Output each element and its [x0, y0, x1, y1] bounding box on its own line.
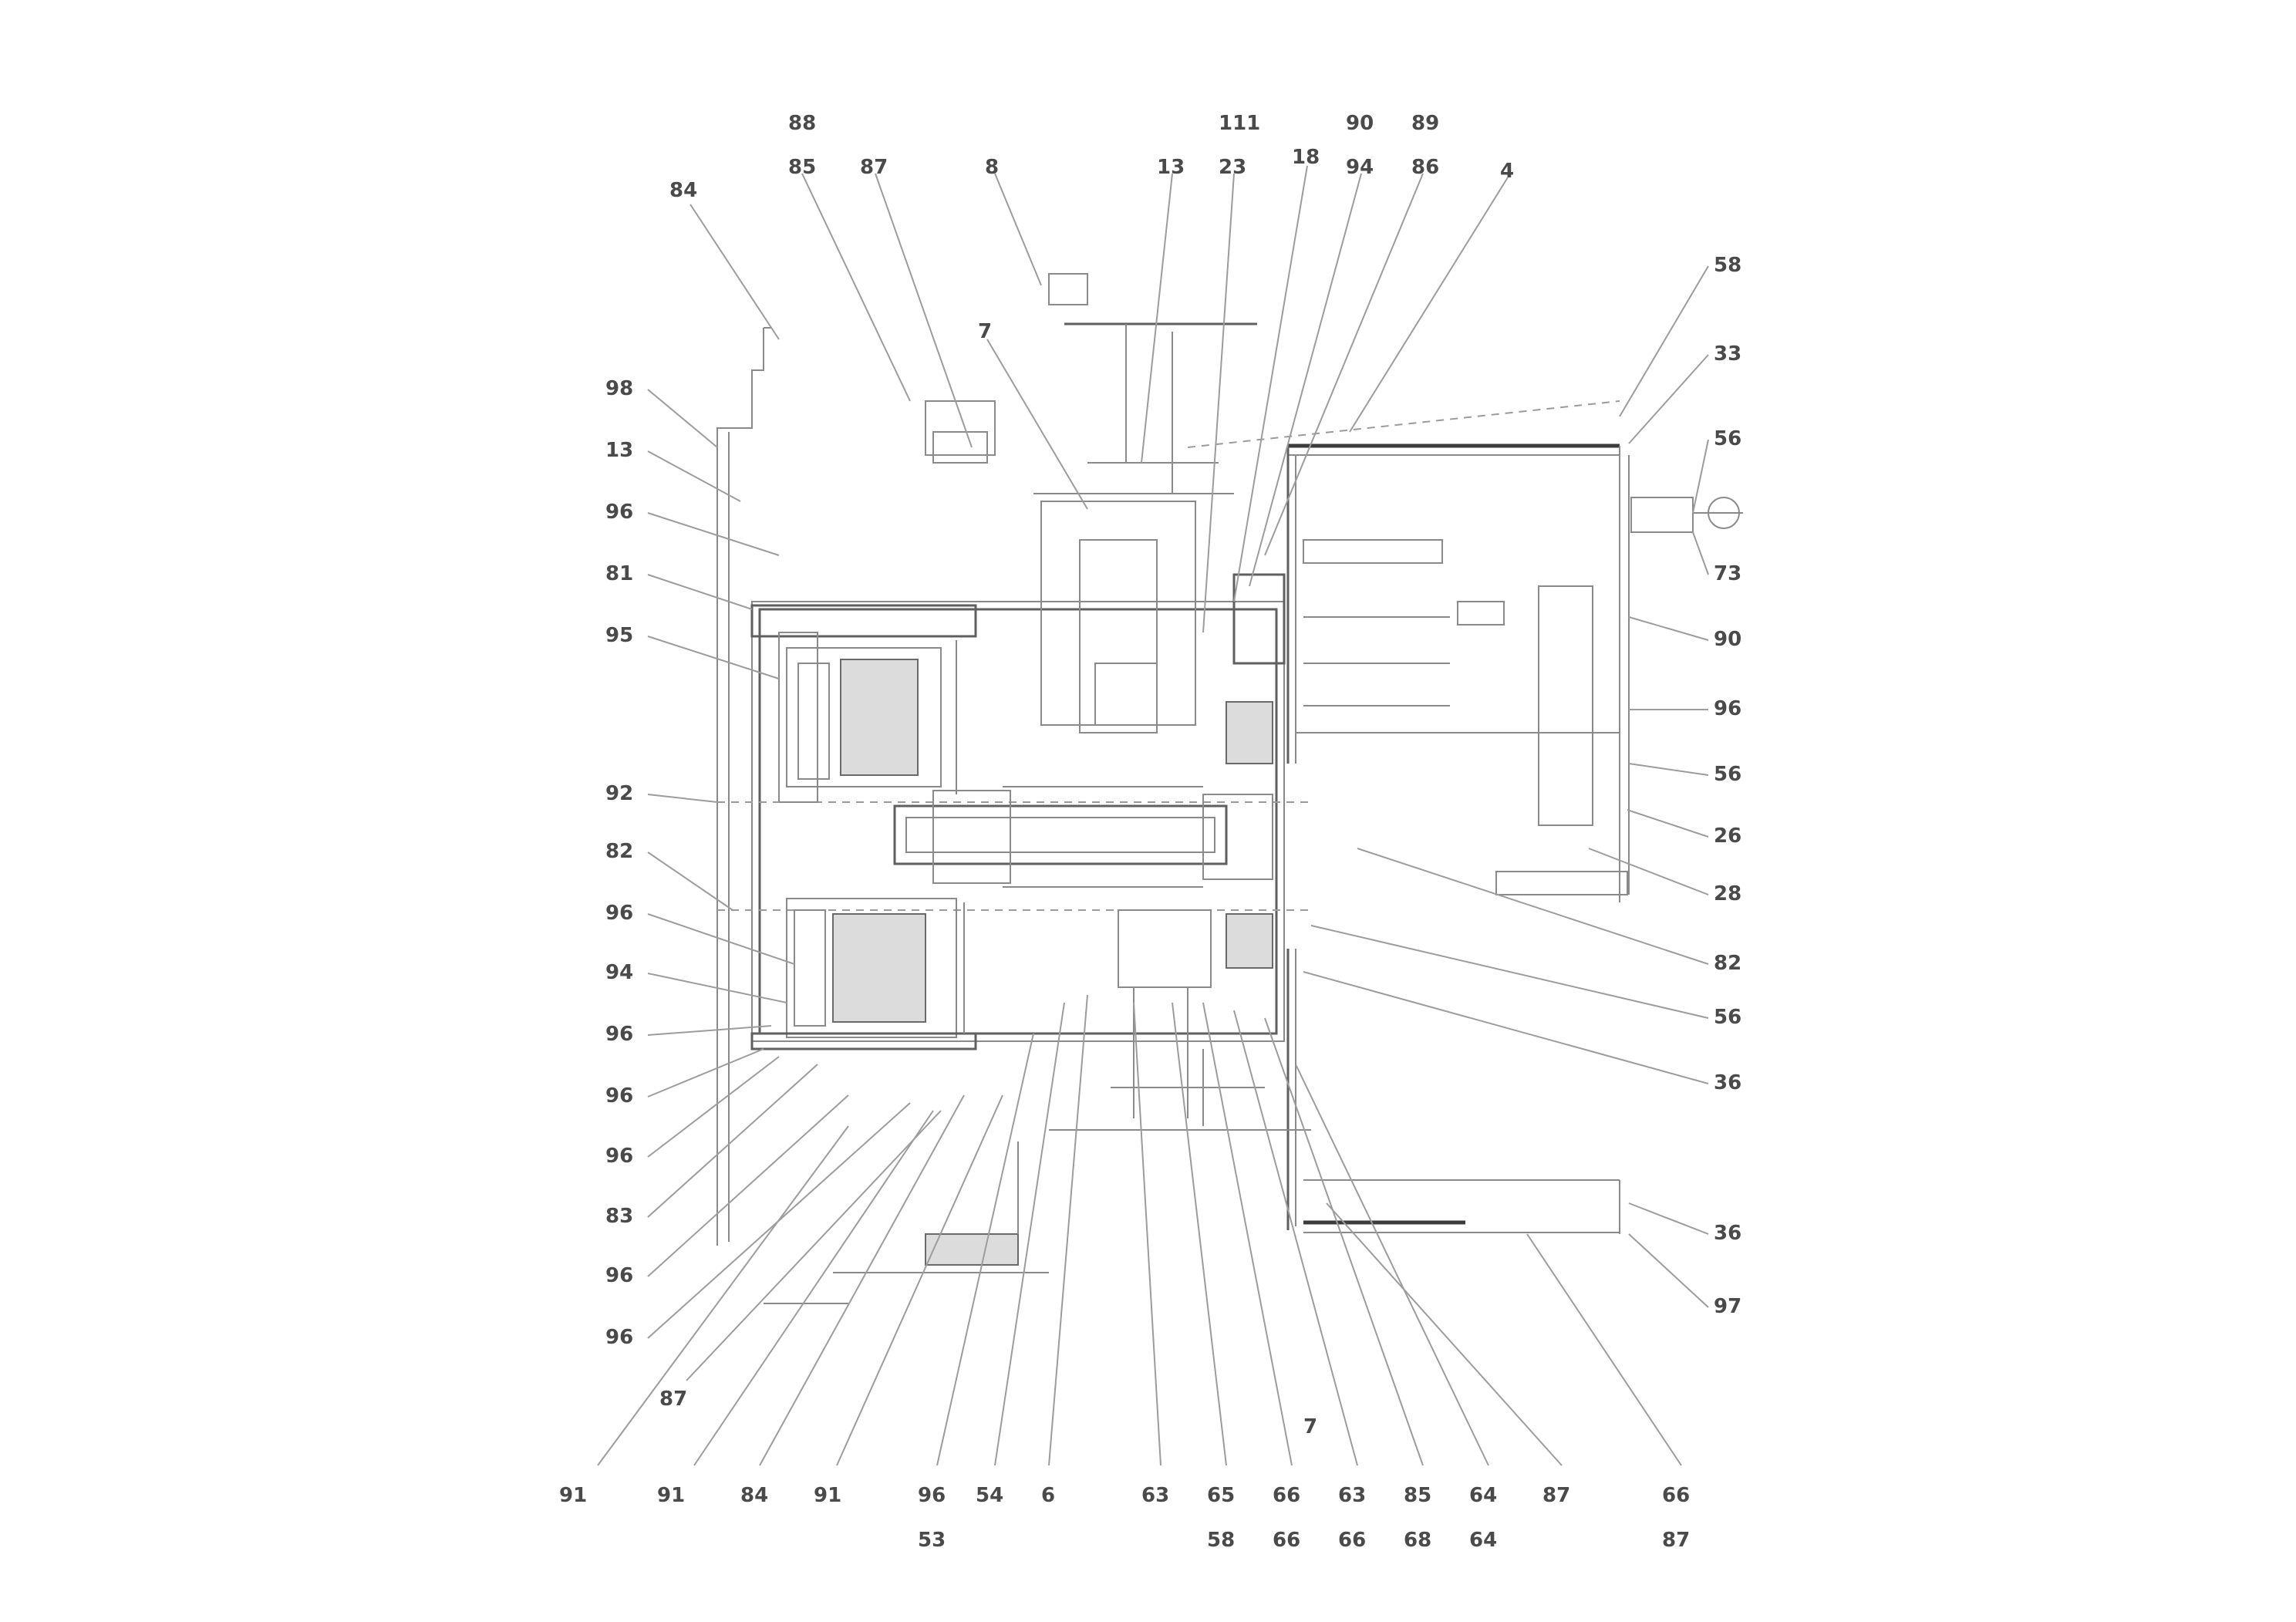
callout-top-row2-0: 85	[788, 156, 816, 179]
bottom-flange	[764, 1141, 1049, 1304]
callout-bottom-row1-7: 63	[1141, 1484, 1169, 1507]
callout-left-14: 96	[605, 1326, 633, 1349]
callout-bottom-row1-0: 91	[559, 1484, 587, 1507]
callout-bottom-row2-2: 66	[1273, 1529, 1300, 1552]
central-shaft	[893, 786, 1273, 888]
callout-top-row1-3: 89	[1411, 112, 1439, 135]
callout-top-row2-3: 13	[1157, 156, 1185, 179]
callout-top-row1-1: 111	[1219, 112, 1260, 135]
callout-right-4: 90	[1714, 628, 1741, 651]
callout-bottom-row1-4: 96	[918, 1484, 946, 1507]
callout-left-4: 95	[605, 624, 633, 647]
callout-top-row2-7: 86	[1411, 156, 1439, 179]
callout-left-13: 96	[605, 1264, 633, 1287]
callout-right-7: 26	[1714, 824, 1741, 848]
center-body	[1040, 501, 1311, 1131]
callout-bottom-row1-12: 64	[1469, 1484, 1497, 1507]
callout-right-6: 56	[1714, 763, 1741, 786]
callout-left-8: 94	[605, 961, 633, 984]
callout-bottom-row1-5: 54	[976, 1484, 1003, 1507]
leader-lines	[597, 165, 1709, 1466]
callout-right-1: 33	[1714, 342, 1741, 366]
callouts-left: 98 13 96 81 95 92 82 96 94 96 96 96 83 9…	[605, 377, 687, 1411]
callout-left-9: 96	[605, 1023, 633, 1046]
callout-bottom-row1-13: 87	[1542, 1484, 1570, 1507]
callout-top-row2-2: 8	[985, 156, 999, 179]
callouts-right: 58 33 56 73 90 96 56 26 28 82 56 36 36 9…	[1714, 254, 1741, 1318]
callout-right-12: 36	[1714, 1222, 1741, 1245]
callout-left-10: 96	[605, 1084, 633, 1108]
callout-left-11: 96	[605, 1145, 633, 1168]
callout-bottom-row1-9: 66	[1273, 1484, 1300, 1507]
callout-left-5: 92	[605, 782, 633, 805]
right-lower-cover-plate	[1286, 949, 1620, 1234]
callouts-bottom: 7 91 91 84 91 96 54 6 63 65 66 63 85 64 …	[559, 1415, 1690, 1552]
callout-top-row2-4: 23	[1219, 156, 1246, 179]
callout-bottom-row2-1: 58	[1207, 1529, 1235, 1552]
callout-right-8: 28	[1714, 882, 1741, 905]
callout-top-row2-8: 4	[1500, 160, 1514, 183]
callout-left-1: 13	[605, 439, 633, 462]
callout-small-top: 7	[978, 320, 992, 343]
callout-bottom-row1-14: 66	[1662, 1484, 1690, 1507]
callout-right-2: 56	[1714, 427, 1741, 450]
callout-bottom-row1-6: 6	[1041, 1484, 1055, 1507]
callout-left-7: 96	[605, 902, 633, 925]
callout-bottom-row1-2: 84	[740, 1484, 768, 1507]
callout-left-12: 83	[605, 1205, 633, 1228]
callout-bottom-row2-4: 68	[1404, 1529, 1431, 1552]
callout-left-3: 81	[605, 562, 633, 585]
callout-bottom-row1-1: 91	[657, 1484, 685, 1507]
callout-bottom-row1-3: 91	[814, 1484, 841, 1507]
callout-bottom-row2-0: 53	[918, 1529, 946, 1552]
callout-bottom-row2-5: 64	[1469, 1529, 1497, 1552]
right-fitting	[1495, 497, 1743, 895]
callout-bottom-left-extra: 87	[659, 1388, 687, 1411]
callout-right-13: 97	[1714, 1295, 1741, 1318]
callout-left-2: 96	[605, 501, 633, 524]
callout-top-row2-1: 87	[860, 156, 888, 179]
callout-top-row1-2: 90	[1346, 112, 1374, 135]
callout-top-row1-0: 88	[788, 112, 816, 135]
upper-bearing-assembly	[750, 604, 977, 803]
callout-left-6: 82	[605, 840, 633, 863]
callout-bottom-row1-11: 85	[1404, 1484, 1431, 1507]
callout-bottom-row1-10: 63	[1338, 1484, 1366, 1507]
right-cover-plate	[1187, 400, 1630, 902]
callout-right-10: 56	[1714, 1006, 1741, 1029]
lower-bearing-assembly	[750, 898, 977, 1050]
callout-right-9: 82	[1714, 952, 1741, 975]
callout-top-left: 84	[669, 179, 697, 202]
callout-right-11: 36	[1714, 1071, 1741, 1094]
callout-left-0: 98	[605, 377, 633, 400]
callout-bottom-row2-6: 87	[1662, 1529, 1690, 1552]
callout-bottom-row1-8: 65	[1207, 1484, 1235, 1507]
callout-top-row2-5: 18	[1292, 146, 1320, 169]
callout-bottom-mid: 7	[1303, 1415, 1317, 1438]
top-bracket	[925, 273, 1257, 494]
callout-bottom-row2-3: 66	[1338, 1529, 1366, 1552]
callout-right-5: 96	[1714, 697, 1741, 720]
callout-right-0: 58	[1714, 254, 1741, 277]
callout-right-3: 73	[1714, 562, 1741, 585]
callout-top-row2-6: 94	[1346, 156, 1374, 179]
callouts-top: 88 111 90 89 85 87 8 13 23 18 94 86 4 84…	[669, 112, 1514, 343]
